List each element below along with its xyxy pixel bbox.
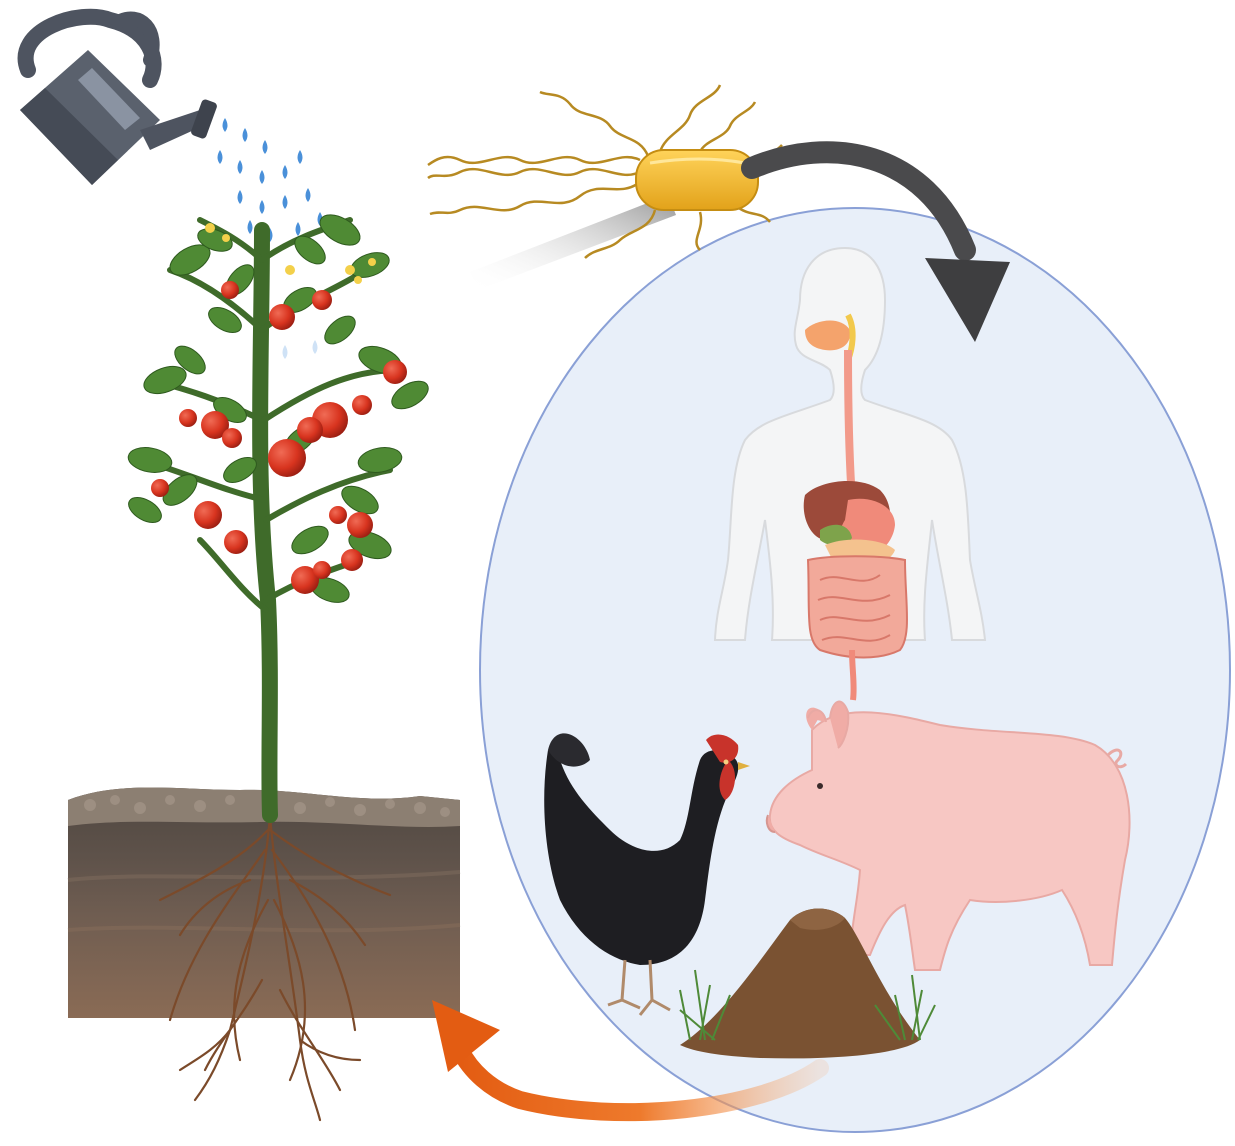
soil-block-icon xyxy=(68,788,460,1121)
tomato-plant-icon xyxy=(124,209,432,815)
watering-can-icon xyxy=(20,17,218,185)
